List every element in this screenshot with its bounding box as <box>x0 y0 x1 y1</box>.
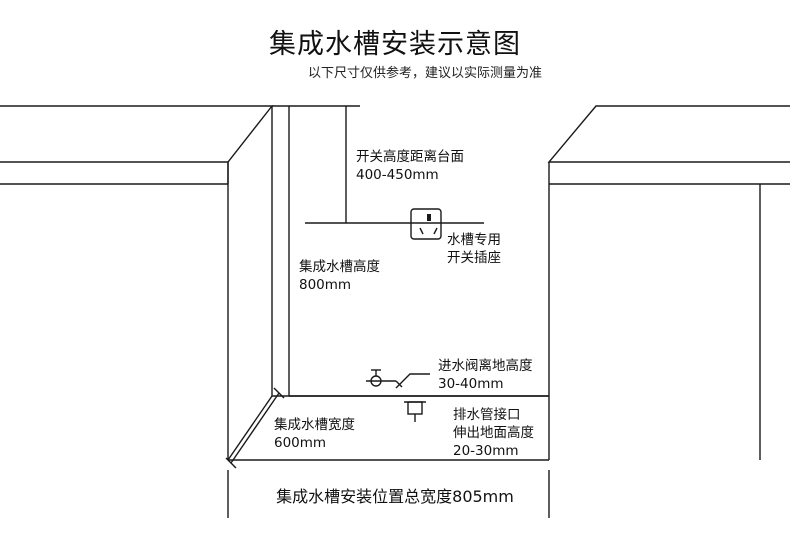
left-cabinet <box>0 105 274 460</box>
sink-niche <box>227 105 549 461</box>
drain-pipe-icon <box>404 401 426 422</box>
inlet-valve-icon <box>366 369 430 389</box>
total-width-dimension <box>227 470 550 518</box>
sink-width-label: 集成水槽宽度 600mm <box>274 417 355 451</box>
switch-height-marker <box>305 106 484 224</box>
diagram-subtitle: 以下尺寸仅供参考，建议以实际测量为准 <box>308 66 543 81</box>
sink-width-dimension <box>225 387 285 469</box>
drain-pipe-label: 排水管接口 伸出地面高度 20-30mm <box>453 407 534 459</box>
inlet-valve-label: 进水阀离地高度 30-40mm <box>438 358 533 392</box>
total-width-label: 集成水槽安装位置总宽度805mm <box>276 487 514 506</box>
socket-icon <box>410 208 442 240</box>
right-cabinet <box>547 105 790 460</box>
switch-height-label: 开关高度距离台面 400-450mm <box>356 149 464 183</box>
diagram-title: 集成水槽安装示意图 <box>269 29 521 60</box>
sink-height-label: 集成水槽高度 800mm <box>299 259 380 293</box>
socket-label: 水槽专用 开关插座 <box>447 232 501 266</box>
